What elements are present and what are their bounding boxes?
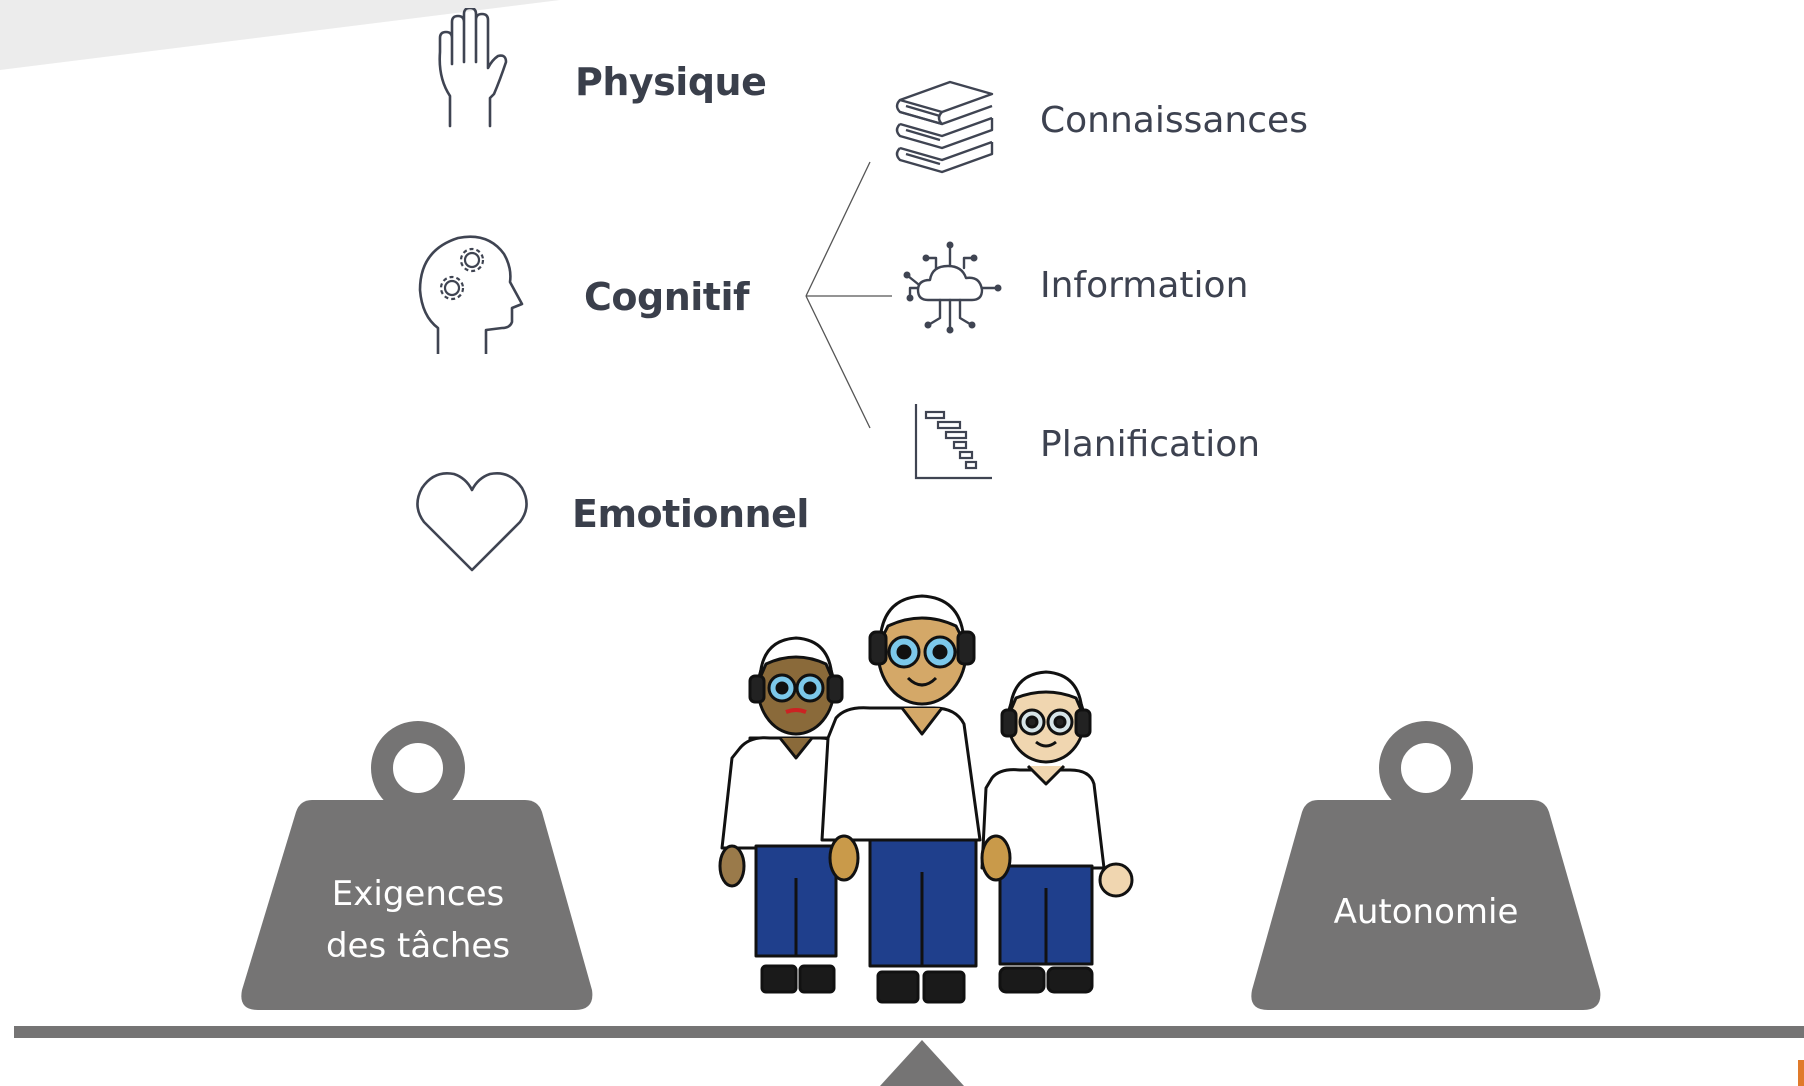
balance-beam bbox=[14, 1026, 1804, 1038]
right-weight bbox=[1251, 721, 1601, 1010]
label-connaissances: Connaissances bbox=[1040, 100, 1308, 141]
cloud-network-icon bbox=[903, 241, 1002, 334]
left-weight bbox=[241, 721, 593, 1010]
worker-right bbox=[980, 670, 1134, 994]
branch-line-planification bbox=[805, 295, 871, 429]
books-icon bbox=[895, 80, 994, 174]
left-weight-label-line1: Exigences bbox=[331, 874, 505, 914]
label-cognitif: Cognitif bbox=[584, 275, 750, 319]
workers-group-illustration bbox=[718, 594, 1134, 1004]
label-physique: Physique bbox=[575, 60, 767, 104]
label-planification: Planification bbox=[1040, 424, 1261, 465]
balance-fulcrum bbox=[880, 1040, 964, 1086]
worker-center bbox=[820, 594, 1012, 1004]
head-gears-icon bbox=[418, 235, 524, 354]
label-information: Information bbox=[1040, 265, 1249, 306]
heart-icon bbox=[416, 472, 528, 572]
corner-accent bbox=[1798, 1060, 1804, 1086]
left-weight-label-line2: des tâches bbox=[325, 926, 511, 966]
gantt-chart-icon bbox=[914, 404, 992, 480]
right-weight-label: Autonomie bbox=[1333, 892, 1519, 932]
left-weight-label: Exigences des tâches bbox=[268, 868, 568, 972]
hand-icon bbox=[438, 8, 508, 128]
branch-line-connaissances bbox=[805, 161, 871, 297]
worker-left bbox=[718, 636, 856, 994]
label-emotionnel: Emotionnel bbox=[572, 492, 809, 536]
